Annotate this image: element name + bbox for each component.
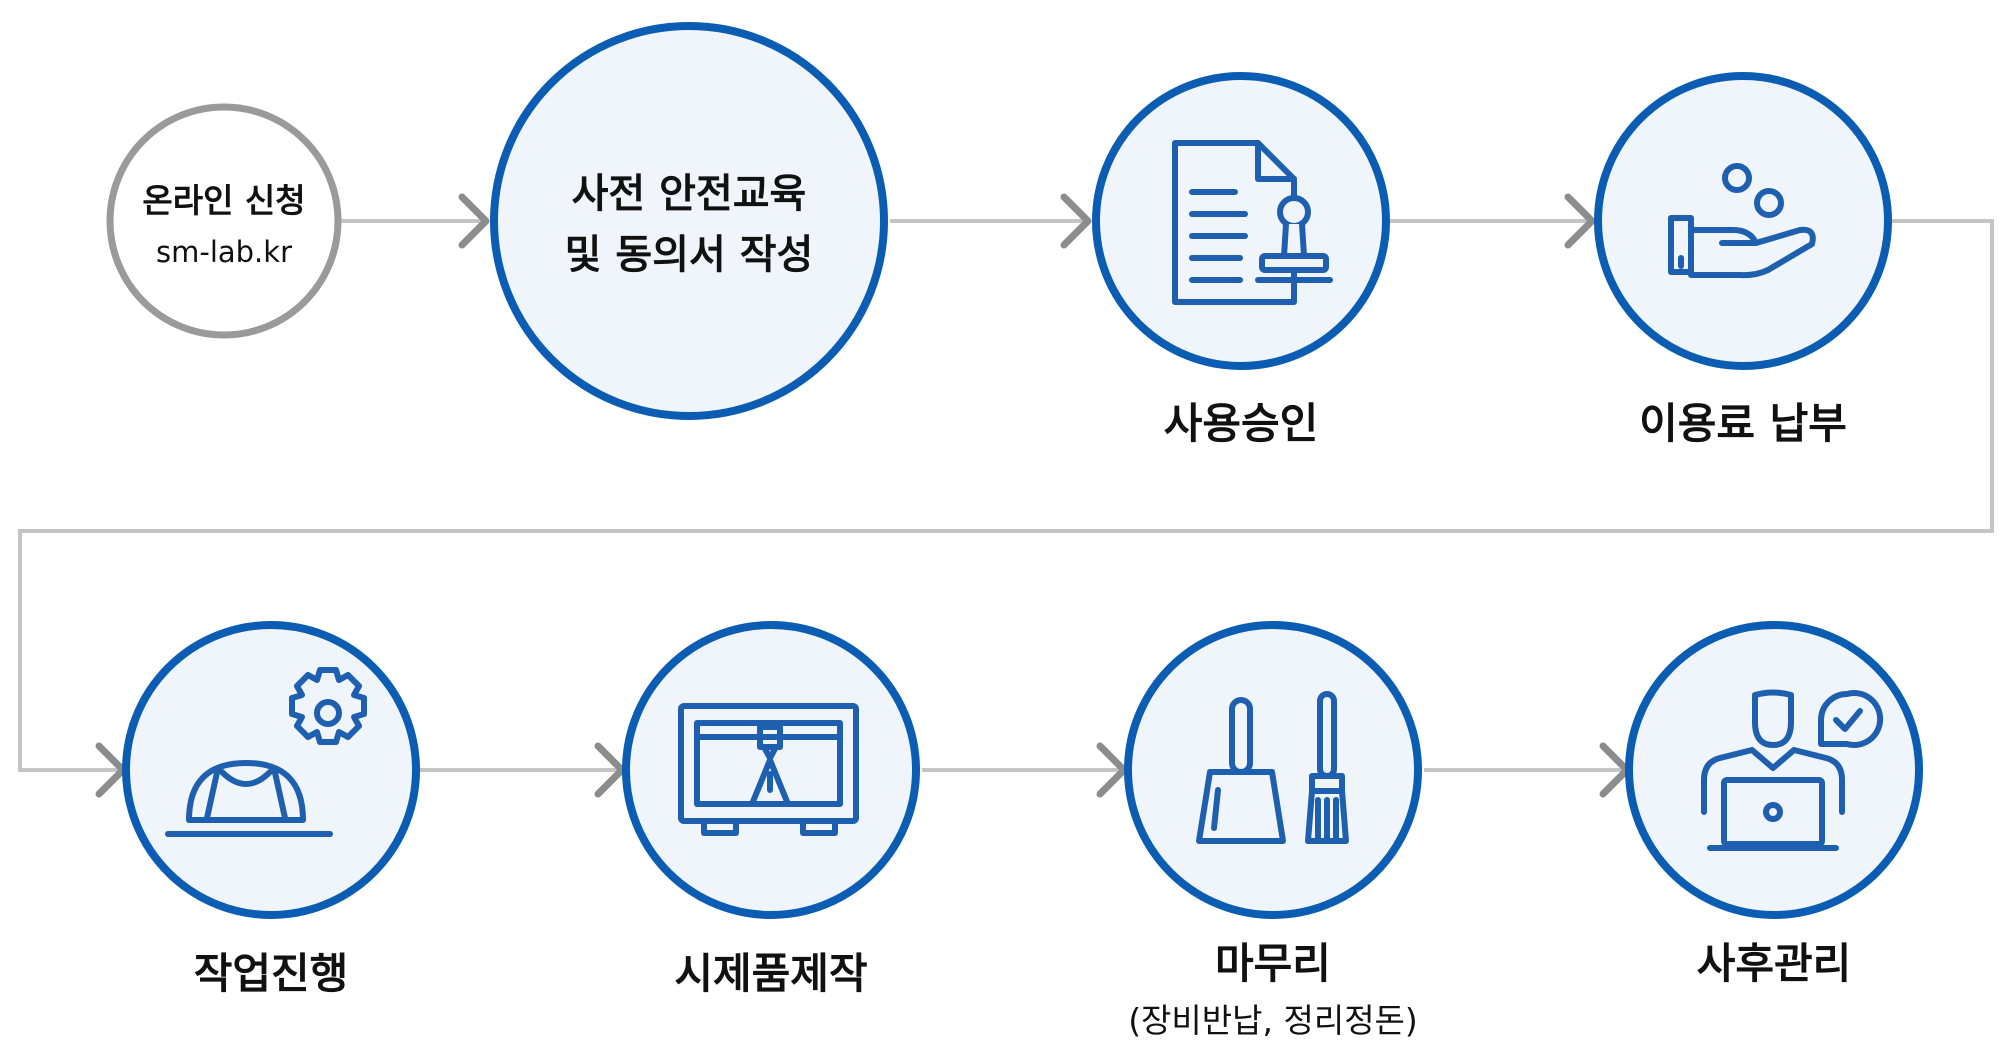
hand-coins-icon (1668, 163, 1816, 279)
step-label: 이용료 납부 (1639, 399, 1847, 448)
step-label: 작업진행 (194, 949, 349, 998)
step-circle (490, 22, 888, 420)
step-safety-education: 사전 안전교육 및 동의서 작성 (490, 22, 888, 420)
dustpan-brush-icon (1196, 691, 1349, 844)
step-circle (106, 103, 342, 339)
step-prototype: 시제품제작 (622, 621, 920, 998)
document-stamp-icon (1172, 140, 1333, 305)
step-work-progress: 작업진행 (122, 621, 420, 998)
arrow-3 (1564, 193, 1596, 249)
arrow-1 (458, 193, 490, 249)
step-circle (1092, 72, 1390, 370)
step-aftercare: 사후관리 (1625, 621, 1923, 988)
step-title: 온라인 신청 (142, 181, 305, 220)
step-circle (1594, 72, 1892, 370)
hardhat-gear-icon (165, 667, 367, 837)
step-label: 시제품제작 (674, 949, 867, 998)
step-fee-payment: 이용료 납부 (1594, 72, 1892, 448)
step-note: (장비반납, 정리정돈) (1128, 1001, 1418, 1040)
step-label: 사용승인 (1164, 399, 1319, 448)
step-title-line2: 및 동의서 작성 (565, 232, 814, 278)
step-label: 마무리 (1215, 939, 1331, 988)
step-online-apply: 온라인 신청 sm-lab.kr (106, 103, 342, 339)
arrow-2 (1060, 193, 1092, 249)
step-usage-approval: 사용승인 (1092, 72, 1390, 448)
3d-printer-icon (678, 703, 859, 836)
step-finish: 마무리 (장비반납, 정리정돈) (1124, 621, 1422, 1040)
step-title-line1: 사전 안전교육 (572, 171, 807, 217)
step-url: sm-lab.kr (156, 235, 292, 269)
connector-lines (18, 219, 1994, 772)
step-label: 사후관리 (1697, 939, 1852, 988)
user-laptop-check-icon (1701, 689, 1884, 851)
